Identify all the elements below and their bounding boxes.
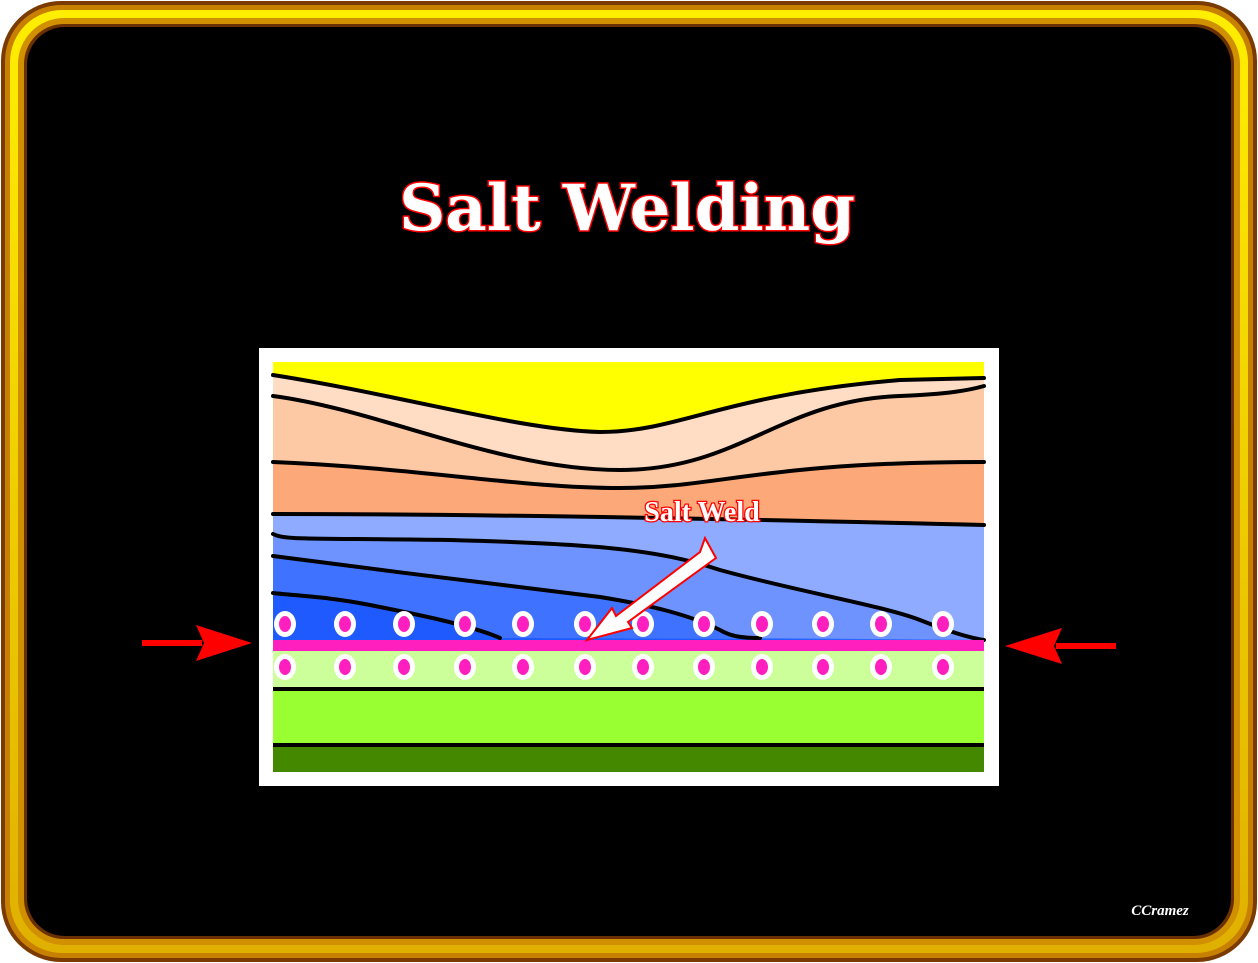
compression-arrow-left [142,625,252,661]
salt-grain [875,616,887,632]
salt-grain [339,616,351,632]
salt-grain [756,616,768,632]
salt-weld-pointer-arrow [584,535,718,642]
salt-grain [459,616,471,632]
salt-grains [274,611,954,680]
salt-grain [459,659,471,675]
salt-grain [579,616,591,632]
salt-grain [279,616,291,632]
salt-grain [339,659,351,675]
salt-grain [637,659,649,675]
salt-weld-layer [273,640,984,651]
salt-grain [279,659,291,675]
salt-grain [517,616,529,632]
salt-grain [579,659,591,675]
layer-green-dark [273,746,984,772]
author-credit: CCramez [1131,903,1189,919]
salt-grain [817,659,829,675]
salt-grain [937,659,949,675]
salt-grain [398,616,410,632]
salt-weld-label: Salt Weld [644,497,760,528]
salt-grain [875,659,887,675]
compression-arrow-right [1005,628,1116,664]
salt-grain [817,616,829,632]
salt-grain [398,659,410,675]
salt-grain [698,659,710,675]
salt-grain [637,616,649,632]
salt-grain [698,616,710,632]
salt-grain [517,659,529,675]
slide-title: Salt Welding [399,171,855,246]
salt-grain [756,659,768,675]
cross-section: Salt Weld [271,362,986,772]
salt-grain [937,616,949,632]
